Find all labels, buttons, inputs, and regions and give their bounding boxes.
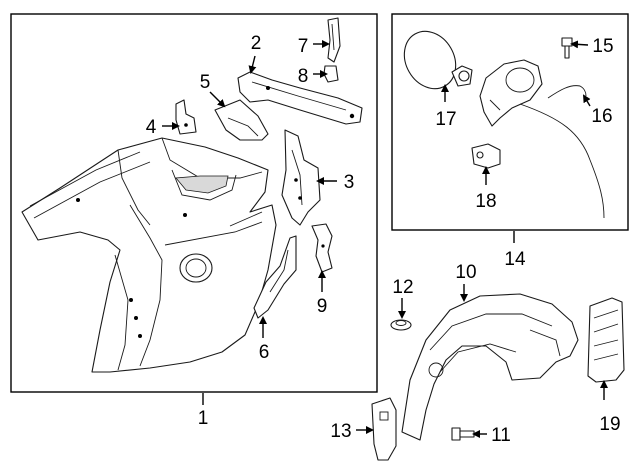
fuel-door-drawing: [403, 30, 473, 90]
callout-6: 6: [259, 342, 270, 363]
callout-16: 16: [591, 106, 612, 127]
hose-16-drawing: [547, 85, 587, 99]
callout-18: 18: [475, 191, 496, 212]
clip-8-drawing: [323, 65, 339, 83]
side-bracket-drawing: [311, 223, 333, 273]
screw-15-drawing: [561, 37, 573, 59]
callout-5: 5: [200, 72, 211, 93]
callout-13: 13: [330, 421, 351, 442]
callout-2: 2: [251, 33, 262, 54]
bolt-11-drawing: [451, 427, 475, 441]
wheel-liner-drawing: [401, 293, 579, 441]
callout-11: 11: [491, 425, 511, 446]
callout-10: 10: [455, 262, 476, 283]
callout-9: 9: [317, 296, 328, 317]
leader-2: [248, 55, 257, 74]
bracket-13-drawing: [371, 397, 397, 461]
vent-19-drawing: [587, 297, 625, 383]
quarter-panel-drawing: [21, 137, 277, 373]
lower-brace-drawing: [253, 235, 297, 319]
upper-rail-drawing: [237, 71, 363, 125]
callout-7: 7: [298, 36, 309, 57]
fuel-housing-drawing: [479, 59, 605, 219]
callout-17: 17: [435, 109, 456, 130]
callout-4: 4: [146, 117, 157, 138]
clip-7-drawing: [327, 17, 341, 63]
leader-5: [209, 91, 226, 108]
leader-16: [582, 94, 591, 107]
callout-12: 12: [392, 277, 413, 298]
callout-19: 19: [599, 414, 620, 435]
small-bracket-drawing: [175, 99, 197, 135]
callout-14: 14: [504, 249, 526, 270]
actuator-drawing: [471, 143, 501, 169]
quarter-panel-frame: [10, 13, 378, 393]
callout-8: 8: [298, 66, 309, 87]
inner-bracket-drawing: [281, 129, 321, 226]
callout-1: 1: [198, 408, 209, 429]
plug-12-drawing: [390, 319, 412, 331]
leader-15: [570, 40, 589, 49]
callout-15: 15: [592, 36, 613, 57]
callout-3: 3: [344, 172, 355, 193]
fuel-door-frame: [391, 13, 629, 231]
reinforcement-drawing: [214, 99, 269, 141]
